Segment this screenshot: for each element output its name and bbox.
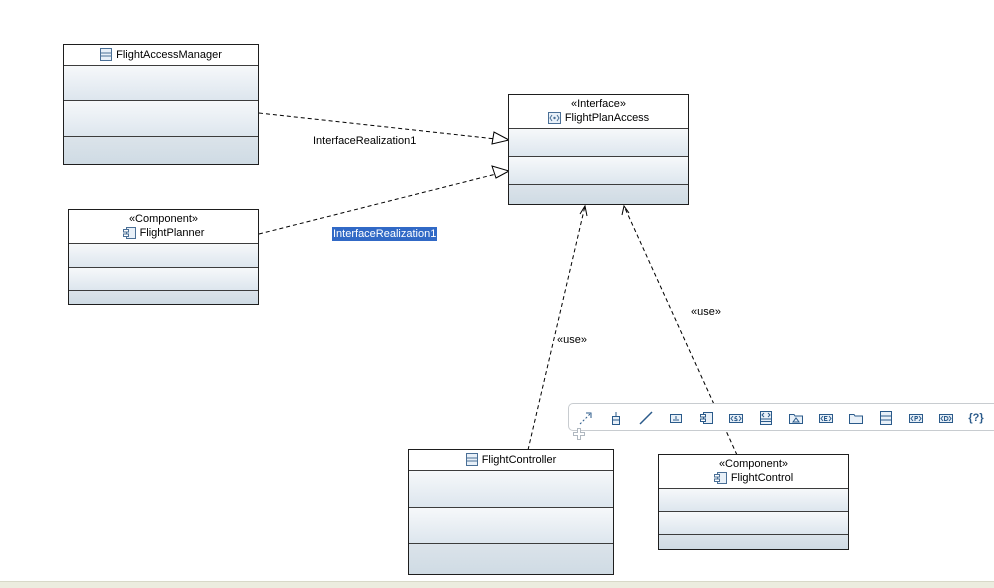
operations-compartment[interactable] bbox=[409, 508, 613, 544]
class-flight-access-manager[interactable]: FlightAccessManager bbox=[63, 44, 259, 165]
class-flight-controller[interactable]: FlightController bbox=[408, 449, 614, 575]
nested-compartment[interactable] bbox=[69, 291, 258, 304]
nested-compartment[interactable] bbox=[659, 535, 848, 549]
add-element-icon[interactable] bbox=[573, 428, 585, 440]
package-icon[interactable] bbox=[847, 409, 865, 427]
attributes-compartment[interactable] bbox=[509, 129, 688, 157]
realization-connector-1[interactable] bbox=[258, 112, 497, 140]
usage-arrowhead-2 bbox=[621, 204, 630, 216]
interface-icon bbox=[547, 112, 561, 124]
unknown-type-icon[interactable]: {?} bbox=[965, 409, 987, 427]
component-name-text: FlightControl bbox=[730, 472, 794, 484]
class-icon bbox=[465, 453, 478, 466]
nested-compartment[interactable] bbox=[509, 185, 688, 204]
class-name-text: FlightController bbox=[481, 454, 557, 466]
operations-compartment[interactable] bbox=[659, 512, 848, 535]
realization-label-2-selected[interactable]: InterfaceRealization1 bbox=[332, 227, 438, 241]
primitive-type-icon[interactable] bbox=[907, 409, 925, 427]
usage-label-1[interactable]: «use» bbox=[557, 334, 587, 346]
realization-arrowhead-1 bbox=[491, 131, 511, 145]
popup-palette: {?} bbox=[568, 403, 994, 431]
class-icon[interactable] bbox=[877, 409, 895, 427]
component-name: FlightControl bbox=[659, 471, 848, 485]
class-name: FlightController bbox=[409, 453, 613, 467]
nested-compartment[interactable] bbox=[409, 544, 613, 574]
usage-label-2[interactable]: «use» bbox=[691, 306, 721, 318]
interface-flight-plan-access[interactable]: «Interface» FlightPlanAccess bbox=[508, 94, 689, 205]
operations-compartment[interactable] bbox=[64, 101, 258, 137]
enumeration-icon[interactable] bbox=[817, 409, 835, 427]
unknown-type-label: {?} bbox=[968, 412, 984, 424]
dependency-connector-icon[interactable] bbox=[577, 409, 595, 427]
interface-name: FlightPlanAccess bbox=[509, 111, 688, 125]
attributes-compartment[interactable] bbox=[409, 471, 613, 508]
component-name: FlightPlanner bbox=[69, 226, 258, 240]
class-name: FlightAccessManager bbox=[64, 48, 258, 62]
instance-icon[interactable] bbox=[667, 409, 685, 427]
component-flight-planner[interactable]: «Component» FlightPlanner bbox=[68, 209, 259, 305]
operations-compartment[interactable] bbox=[69, 268, 258, 291]
realization-connector-2[interactable] bbox=[258, 173, 497, 235]
bottom-status-strip bbox=[0, 581, 994, 588]
component-icon bbox=[713, 472, 727, 484]
attributes-compartment[interactable] bbox=[659, 489, 848, 512]
class-header: FlightController bbox=[409, 450, 613, 471]
component-flight-control[interactable]: «Component» FlightControl bbox=[658, 454, 849, 550]
interface-stereotype: «Interface» bbox=[570, 98, 627, 110]
class-name-text: FlightAccessManager bbox=[116, 49, 222, 61]
component-stereotype: «Component» bbox=[128, 213, 199, 225]
association-line-icon[interactable] bbox=[637, 409, 655, 427]
attributes-compartment[interactable] bbox=[64, 66, 258, 101]
class-header: FlightAccessManager bbox=[64, 45, 258, 66]
interface-header: «Interface» FlightPlanAccess bbox=[509, 95, 688, 129]
nested-compartment[interactable] bbox=[64, 137, 258, 164]
component-icon bbox=[122, 227, 136, 239]
interface-icon[interactable] bbox=[757, 409, 775, 427]
attributes-compartment[interactable] bbox=[69, 244, 258, 268]
component-stereotype: «Component» bbox=[718, 458, 789, 470]
interface-name-text: FlightPlanAccess bbox=[564, 112, 650, 124]
component-name-text: FlightPlanner bbox=[139, 227, 205, 239]
operations-compartment[interactable] bbox=[509, 157, 688, 185]
component-header: «Component» FlightControl bbox=[659, 455, 848, 489]
datatype-icon[interactable] bbox=[937, 409, 955, 427]
signal-icon[interactable] bbox=[727, 409, 745, 427]
realization-arrowhead-2 bbox=[491, 165, 511, 179]
component-icon[interactable] bbox=[697, 409, 715, 427]
realization-label-1[interactable]: InterfaceRealization1 bbox=[313, 135, 417, 147]
component-header: «Component» FlightPlanner bbox=[69, 210, 258, 244]
property-icon[interactable] bbox=[607, 409, 625, 427]
usage-arrowhead-1 bbox=[579, 204, 588, 217]
artifact-icon[interactable] bbox=[787, 409, 805, 427]
class-icon bbox=[100, 48, 113, 61]
